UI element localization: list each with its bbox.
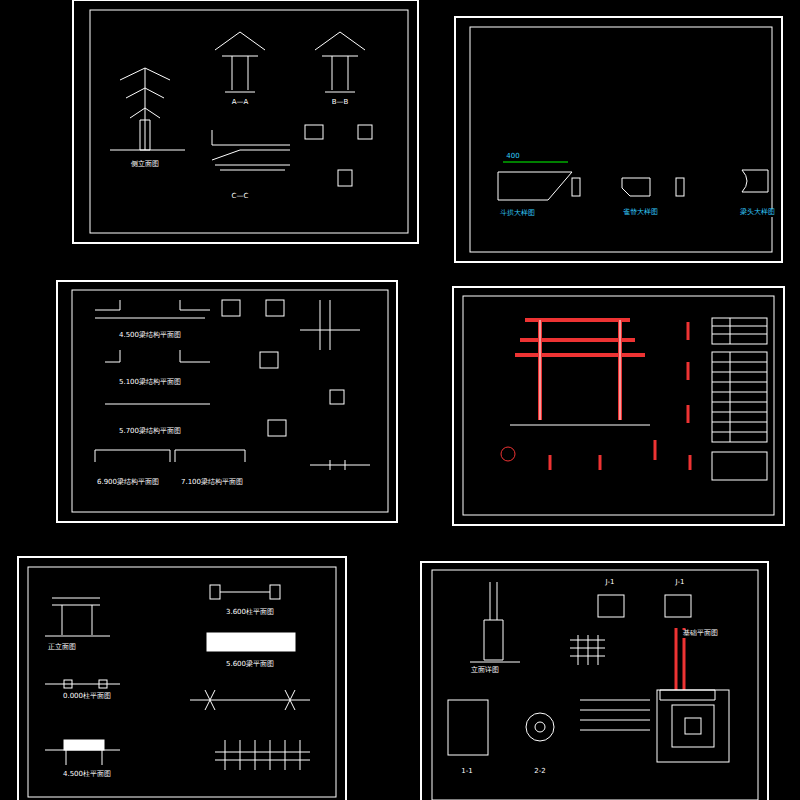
drawing-label: 立面详图 bbox=[470, 667, 500, 675]
drawing-label: 400 bbox=[505, 153, 520, 161]
drawing-label: 5.100梁结构平面图 bbox=[118, 379, 182, 387]
drawing-label: 4.500梁结构平面图 bbox=[118, 332, 182, 340]
drawing-label: 侧立面图 bbox=[130, 161, 160, 169]
drawing-label: 4.500柱平面图 bbox=[62, 771, 112, 779]
drawing-label: 基础平面图 bbox=[682, 630, 719, 638]
drawing-label: 0.000柱平面图 bbox=[62, 693, 112, 701]
drawing-label: J-1 bbox=[675, 579, 686, 587]
drawing-label: 梁头大样图 bbox=[739, 209, 776, 217]
drawing-label: 正立面图 bbox=[47, 644, 77, 652]
drawing-label: J-1 bbox=[605, 579, 616, 587]
drawing-label: 2-2 bbox=[533, 768, 546, 776]
drawing-label: 斗拱大样图 bbox=[499, 210, 536, 218]
drawing-label: 5.700梁结构平面图 bbox=[118, 428, 182, 436]
drawing-label: 雀替大样图 bbox=[622, 209, 659, 217]
drawing-label: C—C bbox=[231, 193, 250, 201]
drawing-label: A—A bbox=[231, 99, 250, 107]
drawing-label: B—B bbox=[331, 99, 350, 107]
drawing-label: 1-1 bbox=[460, 768, 473, 776]
drawing-label: 6.900梁结构平面图 bbox=[96, 479, 160, 487]
drawing-label: 5.600梁平面图 bbox=[225, 661, 275, 669]
drawing-label: 3.600柱平面图 bbox=[225, 609, 275, 617]
drawing-label: 7.100梁结构平面图 bbox=[180, 479, 244, 487]
